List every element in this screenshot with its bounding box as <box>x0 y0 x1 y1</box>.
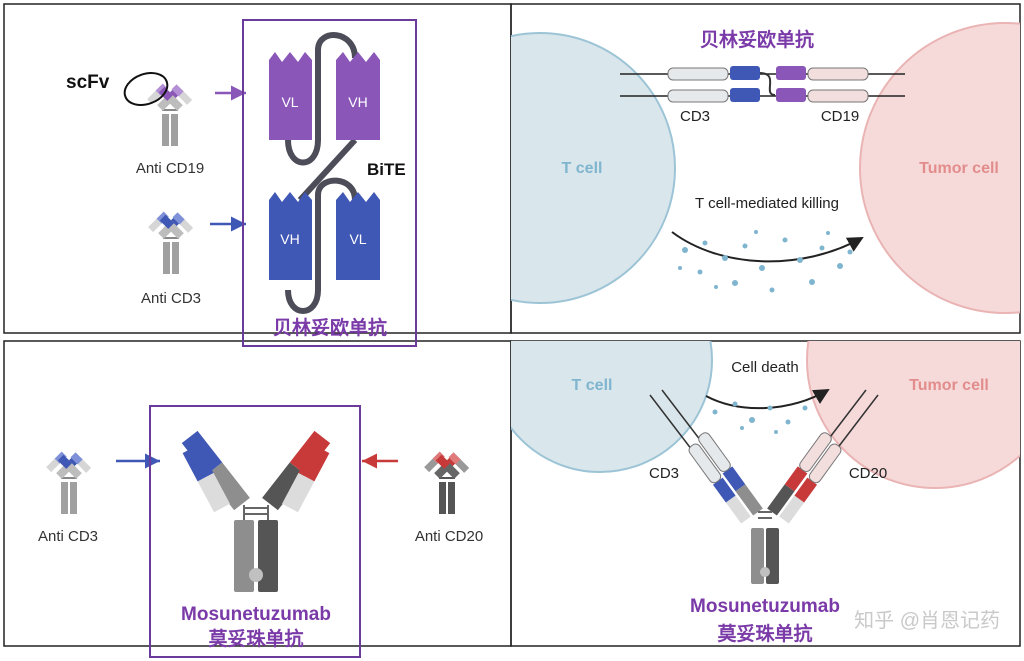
tumor-cell-label-top: Tumor cell <box>919 160 999 177</box>
anti-cd19-label: Anti CD19 <box>136 160 204 177</box>
mosunetuzumab-name-en-right: Mosunetuzumab <box>690 596 840 617</box>
watermark-text: 知乎 @肖恩记药 <box>854 609 1000 632</box>
panel-bottom-left-frame <box>3 340 512 647</box>
bite-vh-top-label: VH <box>348 94 367 110</box>
cd3-label-bottom: CD3 <box>649 465 679 482</box>
scfv-highlight-ellipse <box>123 72 169 106</box>
cell-death-arrow <box>705 388 830 410</box>
bite-label: BiTE <box>367 160 406 179</box>
panel-top-left-frame <box>3 3 512 334</box>
bite-horizontal-icon <box>620 66 905 103</box>
t-cell-label-bottom: T cell <box>572 377 613 394</box>
cell-death-label: Cell death <box>731 359 799 376</box>
scfv-label: scFv <box>66 72 110 93</box>
bite-linker-middle <box>297 137 358 203</box>
anti-cd20-label: Anti CD20 <box>415 528 483 545</box>
anti-cd19-antibody-icon <box>147 83 193 146</box>
anti-cd3-label-bottom: Anti CD3 <box>38 528 98 545</box>
bite-linker-bottom <box>285 177 358 314</box>
mosunetuzumab-bridge-icon <box>649 389 879 584</box>
bite-vl-top-domain <box>269 52 312 140</box>
bite-vh-bottom-domain <box>269 192 312 280</box>
bite-linker-top <box>285 32 358 166</box>
cytotoxic-granules-bottom <box>712 401 808 434</box>
killing-arrow <box>671 231 864 263</box>
mosunetuzumab-name-en-left: Mosunetuzumab <box>181 604 331 625</box>
anti-cd20-antibody-icon <box>424 451 470 514</box>
bite-vh-top-domain <box>336 52 380 140</box>
t-cell-label-top: T cell <box>562 160 603 177</box>
panel-bottom-right-frame <box>510 340 1021 647</box>
t-cell-bottom <box>511 341 713 473</box>
anti-cd3-antibody-icon-bottom <box>46 451 92 514</box>
mosunetuzumab-name-cn-left: 莫妥珠单抗 <box>208 627 303 650</box>
anti-cd3-antibody-icon <box>148 211 194 274</box>
bite-vl-top-label: VL <box>281 94 298 110</box>
bite-frame <box>242 19 417 347</box>
anti-cd3-label-top: Anti CD3 <box>141 290 201 307</box>
mosunetuzumab-antibody-icon <box>181 430 331 592</box>
t-cell-top <box>511 32 676 304</box>
t-cell-killing-label: T cell-mediated killing <box>695 195 839 212</box>
blinatumomab-label-left: 贝林妥欧单抗 <box>273 316 387 339</box>
cytotoxic-granules-top <box>678 230 853 293</box>
blinatumomab-title: 贝林妥欧单抗 <box>700 28 814 51</box>
cd19-label-top: CD19 <box>821 108 859 125</box>
tumor-cell-bottom <box>806 341 1020 489</box>
bite-vh-bottom-label: VH <box>280 231 299 247</box>
mosunetuzumab-name-cn-right: 莫妥珠单抗 <box>717 622 812 645</box>
tumor-cell-label-bottom: Tumor cell <box>909 377 989 394</box>
bite-vl-bottom-label: VL <box>349 231 366 247</box>
mosunetuzumab-frame <box>149 405 361 658</box>
cd20-label-bottom: CD20 <box>849 465 887 482</box>
bite-vl-bottom-domain <box>336 192 380 280</box>
cd3-label-top: CD3 <box>680 108 710 125</box>
